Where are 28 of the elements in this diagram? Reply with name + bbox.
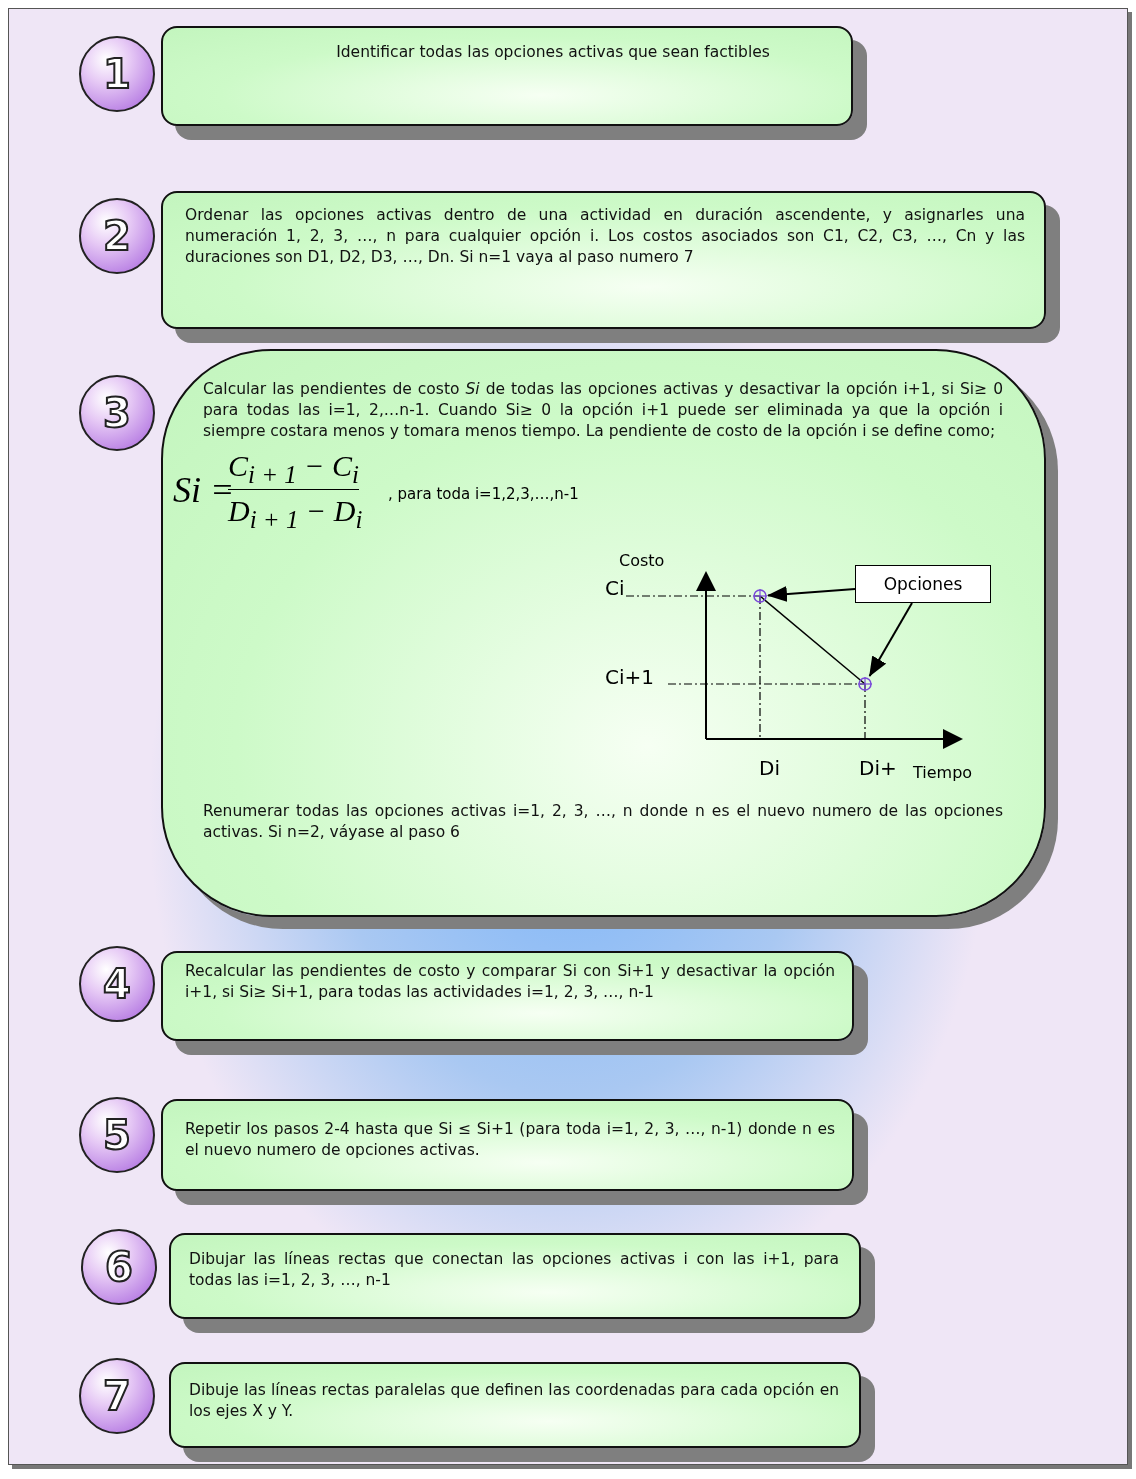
data-point-marker bbox=[857, 676, 873, 692]
step-number-circle: 3 bbox=[79, 375, 155, 451]
step-number-circle: 7 bbox=[79, 1358, 155, 1434]
step-number-circle: 6 bbox=[81, 1229, 157, 1305]
step-text: Dibujar las líneas rectas que conectan las opciones activas i con las i+1, para todas las i=1, 2, 3, …, n-1 bbox=[189, 1249, 839, 1291]
axis-title: Costo bbox=[619, 551, 665, 570]
step-number-circle: 5 bbox=[79, 1097, 155, 1173]
axis-tick-label: Di bbox=[759, 756, 780, 780]
step-text: Ordenar las opciones activas dentro de una actividad en duración ascendente, y asignarles una numeración 1, 2, 3, …, n para cualquier opción i. Los costos asociados son C1, C2, C3, …, Cn y las duraciones son D1, D2, D3, …, Dn. Si n=1 vaya al paso numero 7 bbox=[185, 205, 1025, 268]
step-number-circle: 4 bbox=[79, 946, 155, 1022]
axis-tick-label: Ci bbox=[605, 576, 625, 600]
step-number-circle: 2 bbox=[79, 198, 155, 274]
step-text: Calcular las pendientes de costo Si de todas las opciones activas y desactivar la opción i+1, si Si≥ 0 para todas las i=1, 2,…n-1. Cuando Si≥ 0 la opción i+1 puede ser eliminada ya que la opción i siempre costara menos y tomara menos tiempo. La pendiente de costo de la opción i se define como; bbox=[203, 379, 1003, 442]
formula-note: , para toda i=1,2,3,…,n-1 bbox=[388, 485, 579, 503]
step-text: Identificar todas las opciones activas que sean factibles bbox=[335, 42, 771, 63]
axis-title: Tiempo bbox=[913, 763, 973, 782]
step-text: Renumerar todas las opciones activas i=1, 2, 3, …, n donde n es el nuevo numero de las opciones activas. Si n=2, váyase al paso 6 bbox=[203, 801, 1003, 843]
step-text: Recalcular las pendientes de costo y comparar Si con Si+1 y desactivar la opción i+1, si Si≥ Si+1, para todas las actividades i=1, 2, 3, …, n-1 bbox=[185, 961, 835, 1003]
step-number-circle: 1 bbox=[79, 36, 155, 112]
axis-tick-label: Di+ bbox=[859, 756, 897, 780]
leader-arrow bbox=[868, 602, 913, 677]
callout-box: Opciones bbox=[855, 565, 991, 603]
formula-text: D$_{i + 1}$ − D$_{i}$ bbox=[228, 494, 363, 534]
leader-arrow bbox=[767, 586, 856, 602]
step-text: Dibuje las líneas rectas paralelas que definen las coordenadas para cada opción en los ejes X y Y. bbox=[189, 1380, 839, 1422]
data-point-marker bbox=[752, 588, 768, 604]
step-text: Repetir los pasos 2-4 hasta que Si ≤ Si+1 (para toda i=1, 2, 3, …, n-1) donde n es el nuevo numero de opciones activas. bbox=[185, 1119, 835, 1161]
axis-tick-label: Ci+1 bbox=[605, 665, 654, 689]
